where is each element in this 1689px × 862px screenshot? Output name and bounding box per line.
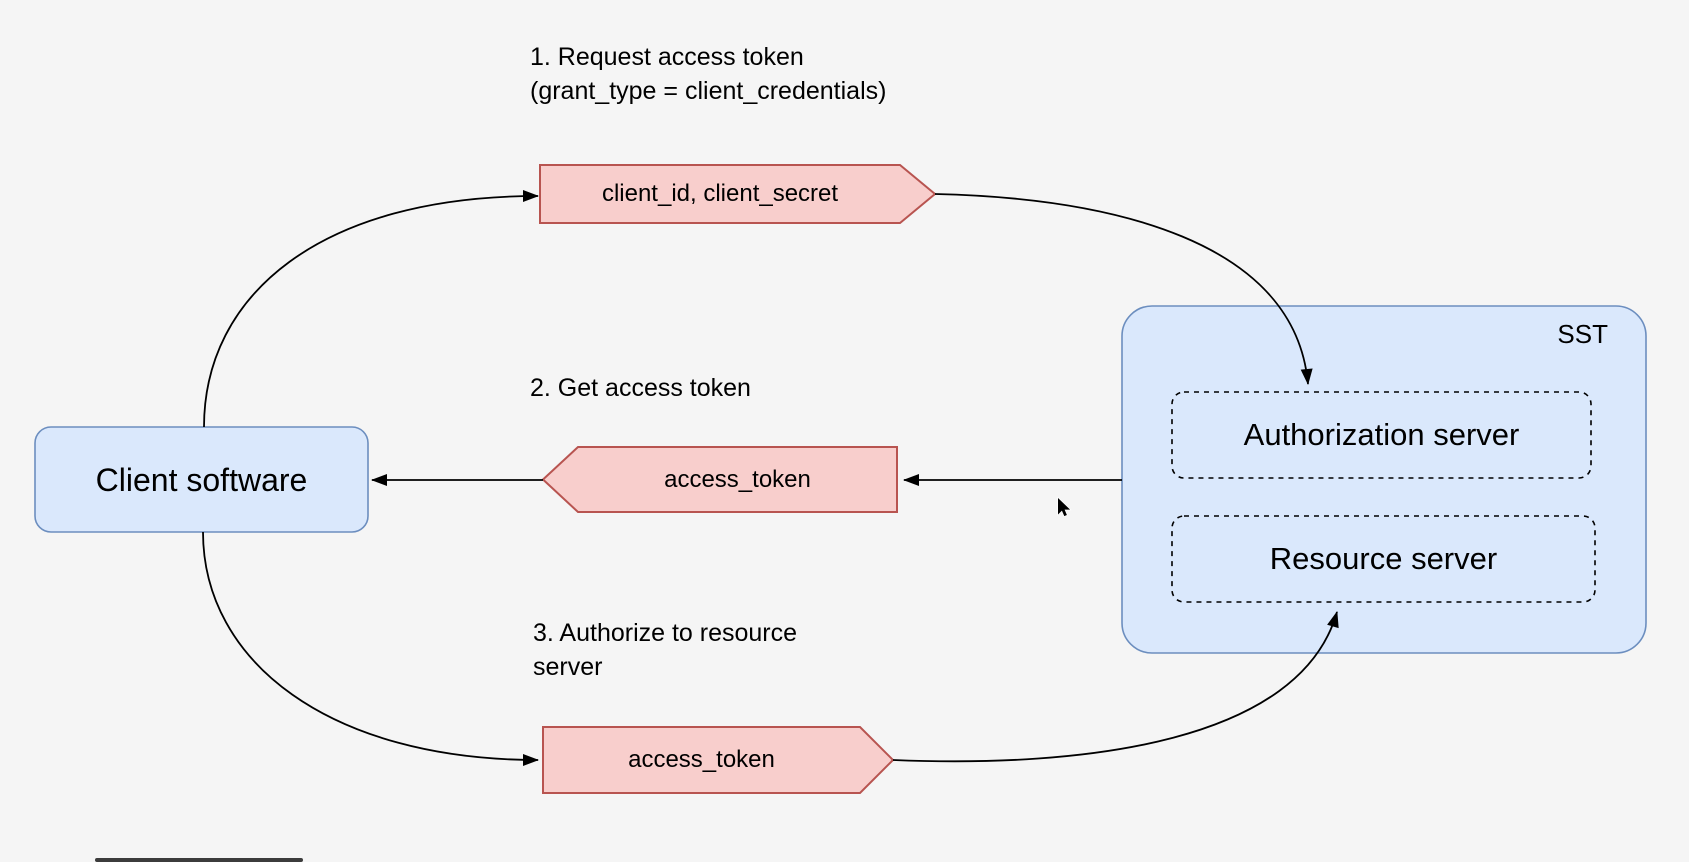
credentials-signal-shape[interactable] — [539, 164, 937, 224]
token-use-signal-label: access_token — [628, 746, 775, 773]
mouse-cursor-icon — [1057, 496, 1072, 517]
authorization-server-shape[interactable] — [1171, 391, 1592, 479]
resource-server-label: Resource server — [1269, 540, 1498, 576]
arrow-token-use-to-resource-server[interactable] — [892, 611, 1339, 763]
step1-annotation[interactable]: 1. Request access token (grant_type = cl… — [530, 43, 887, 105]
resource-server-shape[interactable] — [1171, 515, 1596, 603]
arrow-client-to-credentials[interactable] — [203, 190, 539, 428]
arrow-credentials-to-auth-server[interactable] — [934, 193, 1313, 385]
client-software-label: Client software — [95, 461, 308, 498]
token-response-signal-shape[interactable] — [541, 446, 898, 513]
client-software-shape[interactable] — [34, 426, 369, 533]
token-response-signal-label: access_token — [664, 465, 811, 493]
token-use-signal-shape[interactable] — [542, 726, 895, 794]
authorization-server-label: Authorization server — [1243, 416, 1520, 452]
credentials-signal-label: client_id, client_secret — [601, 180, 839, 207]
step2-annotation[interactable]: 2. Get access token — [530, 374, 751, 402]
window-bottom-edge — [95, 858, 303, 862]
step3-annotation[interactable]: 3. Authorize to resource server — [533, 619, 798, 681]
arrow-client-to-token-use[interactable] — [202, 531, 539, 766]
sst-label: SST — [1557, 318, 1608, 349]
